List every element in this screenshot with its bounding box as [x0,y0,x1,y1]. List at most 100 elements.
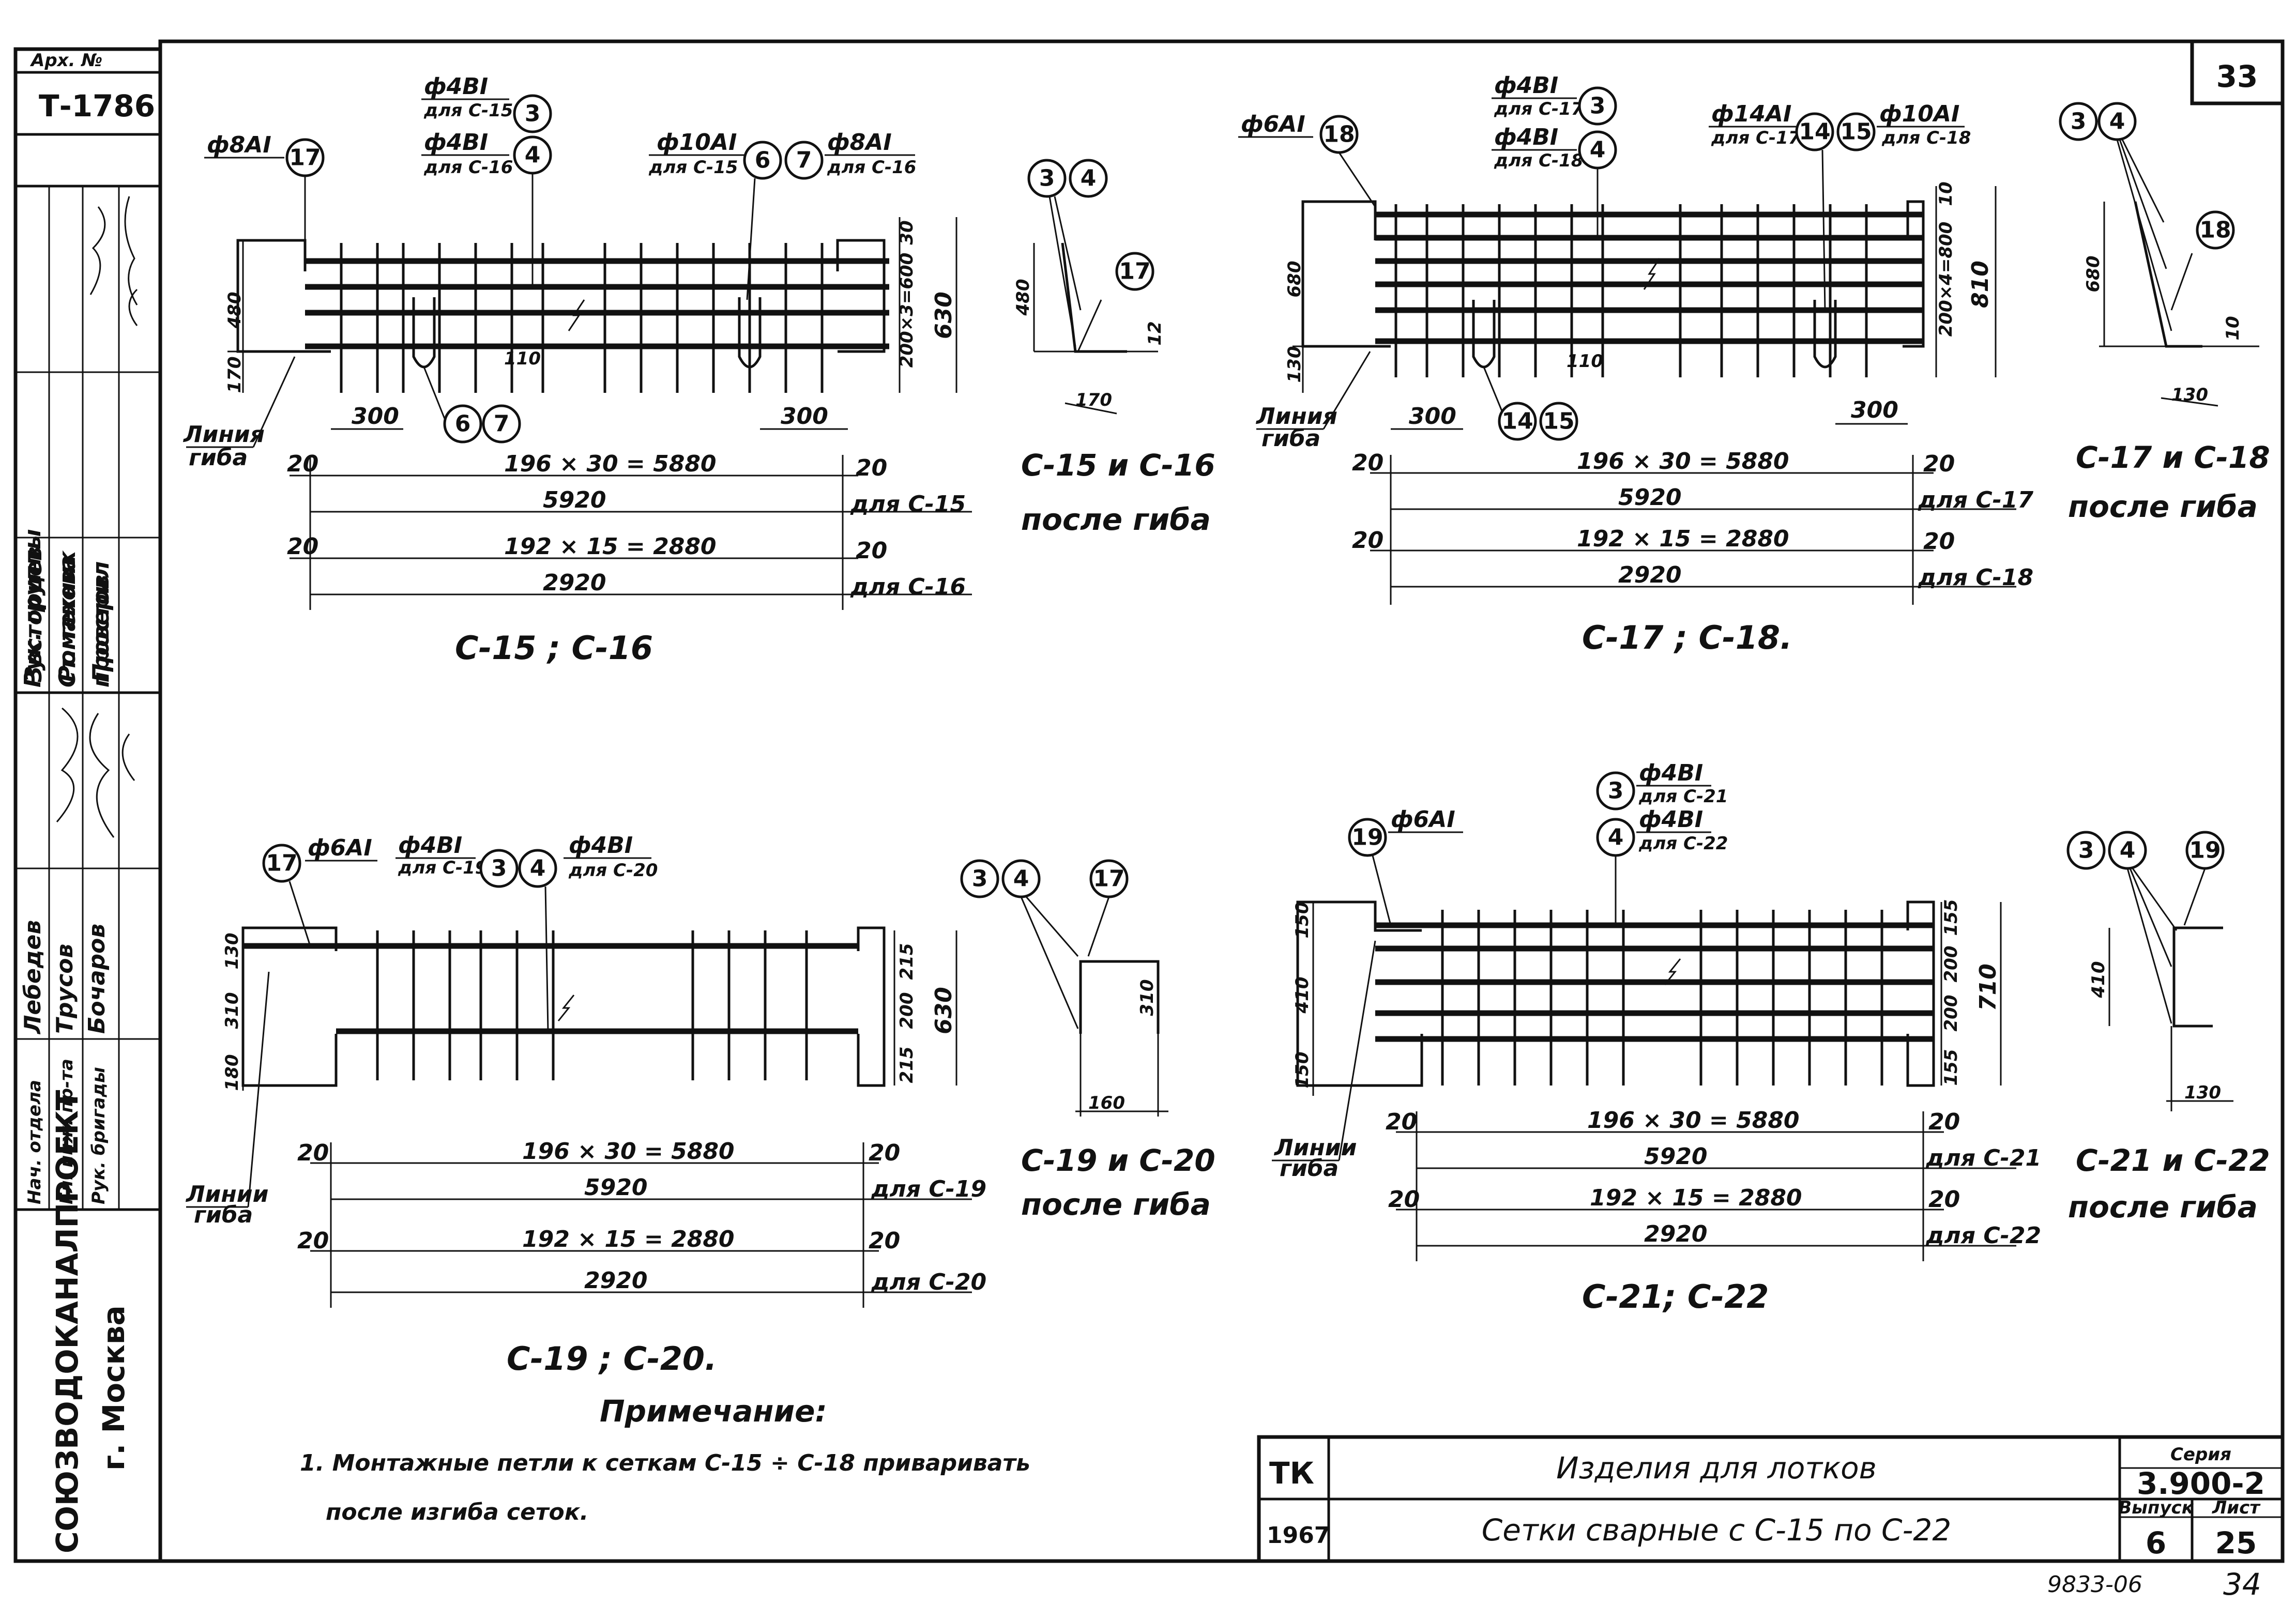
bar-label: ф10АI [657,129,737,156]
dim-for: для С-17 [1918,487,2034,513]
position-number: 3 [491,855,507,882]
after-bend-caption: после гиба [2068,1189,2258,1225]
after-bend-caption: после гиба [1021,502,1211,537]
position-number: 7 [796,147,812,174]
position-number: 4 [2120,837,2136,864]
side-role-group-3: Нач. отдела Гл. инж. пр-та Рук. бригады [24,1059,109,1204]
position-number: 3 [2078,837,2094,864]
side-role: Гл. инж. пр-та [56,1059,77,1204]
dim-label: 30 [896,220,917,244]
drawing-title: С-17 ; С-18. [1582,619,1792,656]
position-number: 3 [1039,165,1055,192]
dim-for: для С-22 [1925,1222,2041,1249]
bar-label: ф6АI [1391,806,1455,833]
dim-label: 130 [2184,1082,2221,1103]
dim-label: 170 [224,357,245,393]
after-bend-caption: после гиба [1021,1187,1211,1222]
drawing-c15-c16: 480 170 110 30 200×3=600 630 300 300 Лин… [183,73,1215,667]
dim-row-2: 5920 [1644,1143,1707,1170]
dim-label: 200 [1941,946,1962,983]
dim-label: 300 [352,403,399,430]
position-number: 17 [289,145,321,171]
dim-label: 310 [1137,980,1158,1016]
side-name: Бочаров [84,924,110,1034]
after-bend-caption: С-19 и С-20 [1021,1143,1215,1178]
drawing-c17-c18: 680 130 110 10 200×4=800 810 300 300 Лин… [1238,72,2270,656]
note-line: 1. Монтажные петли к сеткам С-15 ÷ С-18 … [300,1450,1030,1476]
dim-for: для С-15 [850,491,966,517]
position-number: 19 [2189,837,2221,864]
note-title: Примечание: [600,1394,827,1429]
side-name: Лебедев [20,920,46,1035]
position-number: 4 [1013,866,1029,892]
bar-for: для С-18 [1494,150,1583,171]
note-line: после изгиба сеток. [326,1499,588,1525]
position-number: 3 [525,101,541,127]
position-number: 17 [1093,866,1124,892]
dim-label: 20 [1923,451,1955,477]
dim-label: 20 [869,1140,900,1166]
dim-label: 20 [297,1140,329,1166]
dim-label: 680 [1284,261,1305,298]
side-check: проверил [88,561,114,687]
bar-label: ф4ВI [1494,124,1558,150]
dim-label: 710 [1975,964,2001,1011]
dim-row-4: 2920 [1618,562,1681,588]
bar-label: ф4ВI [424,129,488,156]
title-block-sheet: 25 [2215,1525,2257,1561]
position-number: 15 [1840,119,1872,145]
dim-label: 20 [856,455,887,481]
bar-label: ф4ВI [569,832,633,859]
dim-label: 410 [2088,961,2109,999]
dim-label: 20 [297,1228,329,1254]
position-number: 4 [1081,165,1097,192]
bend-line-label: Линия [183,421,265,448]
bar-label: ф6АI [308,835,372,861]
dim-row-2: 5920 [543,487,606,513]
side-role-group-1: Рук. группы [20,529,46,687]
dim-label: 20 [287,533,318,560]
dim-label: 110 [504,348,541,369]
dim-label: 215 [896,943,917,980]
bar-label: ф8АI [827,129,892,156]
bar-label: ф4ВI [398,832,462,859]
bar-for: для С-17 [1711,128,1801,148]
dim-row-2: 5920 [584,1174,647,1201]
dim-row-1: 196 × 30 = 5880 [1587,1107,1800,1134]
position-number: 18 [1323,121,1355,148]
dim-label: 160 [1088,1093,1125,1113]
position-number: 14 [1501,408,1533,435]
dim-label: 20 [287,451,318,477]
dim-label: 150 [1292,1052,1313,1089]
side-name-group-2: Лебедев Трусов Бочаров [20,920,110,1035]
bar-for: для С-21 [1638,786,1728,807]
side-name-group: Звсторцев Романова Простов [21,546,114,683]
dim-label: 20 [856,538,887,564]
bar-for: для С-19 [398,858,487,878]
dim-label: 110 [1567,351,1603,372]
title-block-issue-label: Выпуск [2118,1497,2194,1518]
archive-label: Арх. № [29,50,102,71]
position-number: 4 [1608,824,1624,851]
title-block-year: 1967 [1267,1522,1330,1549]
organization-city: г. Москва [96,1305,131,1471]
dim-label: 130 [1284,346,1305,383]
dim-label: 170 [1075,390,1112,410]
side-name: Романова [54,555,81,682]
position-number: 3 [972,866,988,892]
side-name: Простов [88,575,114,682]
side-role-group-2: Ст. техник [54,550,81,687]
bar-label: ф8АI [207,132,271,158]
dim-label: 130 [2171,385,2208,405]
dim-label: 20 [1352,450,1383,476]
bar-label: ф14АI [1711,101,1791,127]
position-number: 18 [2199,217,2231,243]
bend-line-label: Линия [1255,403,1337,430]
position-number: 19 [1351,824,1383,851]
position-number: 4 [530,855,546,882]
dim-label: 200×3=600 [896,253,917,368]
dim-label: 810 [1967,261,1994,308]
drawing-title: С-19 ; С-20. [507,1340,717,1378]
signature-scribbles [56,196,138,838]
dim-row-1: 196 × 30 = 5880 [504,451,717,477]
